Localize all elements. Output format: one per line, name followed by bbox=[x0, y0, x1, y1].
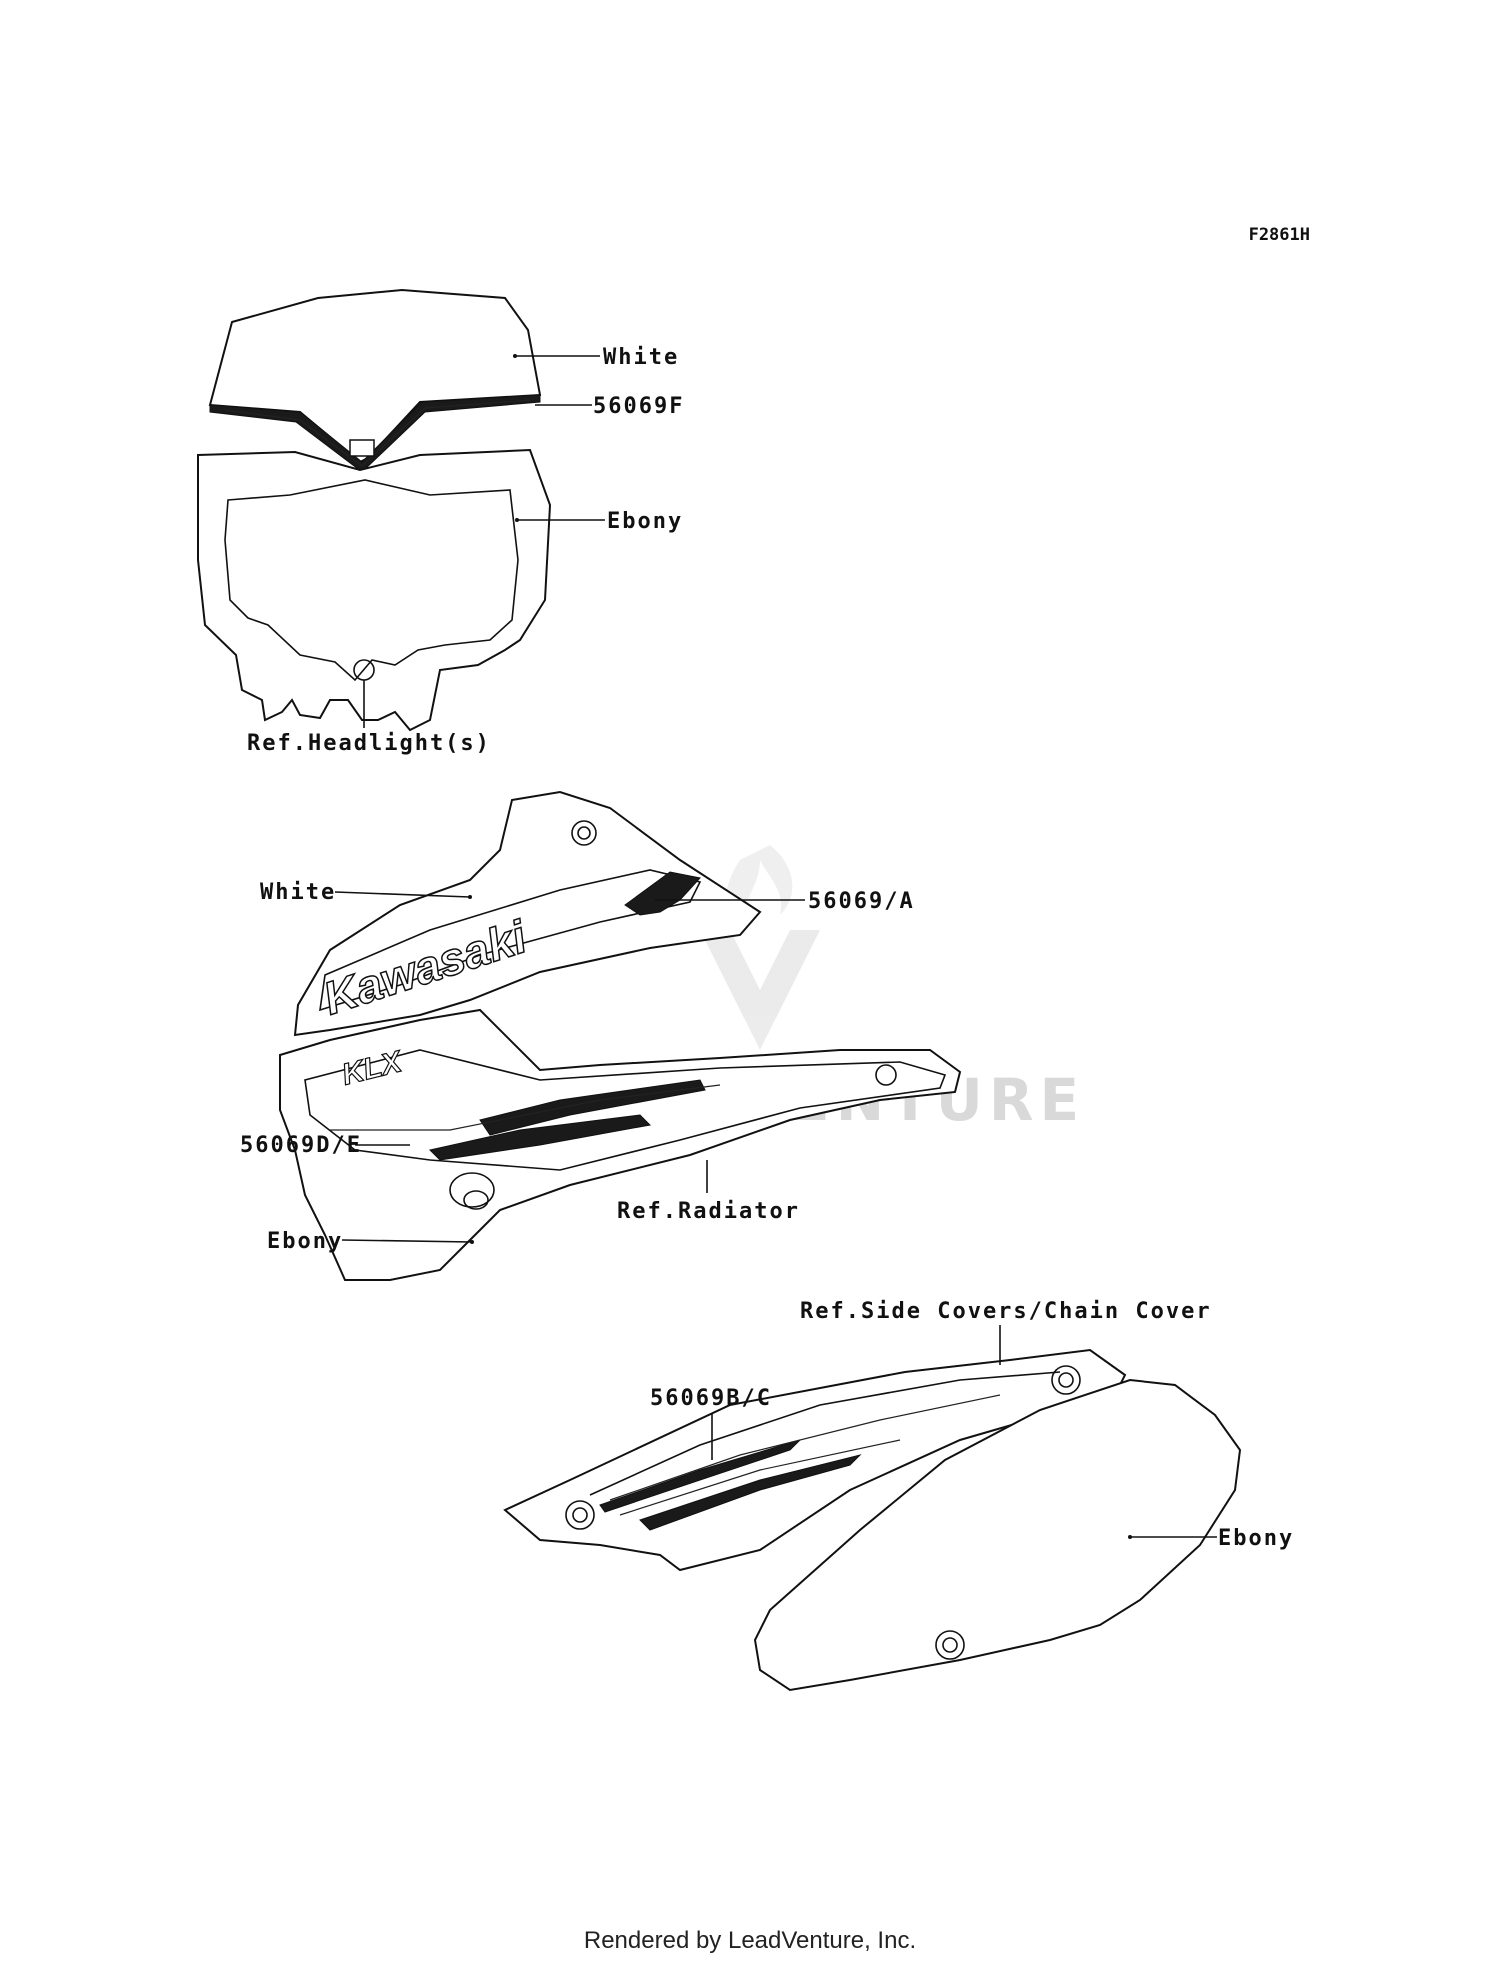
label-shroud-white: White bbox=[260, 880, 336, 905]
side-cover-rear-hole bbox=[565, 1500, 595, 1530]
shroud-upper-hole bbox=[571, 820, 597, 846]
radiator-shroud: Kawasaki KLX bbox=[279, 790, 962, 1281]
label-side-ebony: Ebony bbox=[1218, 1526, 1294, 1551]
label-headlight-ebony: Ebony bbox=[607, 509, 683, 534]
label-shroud-decal-de: 56069D/E bbox=[240, 1133, 362, 1158]
label-side-ref: Ref.Side Covers/Chain Cover bbox=[800, 1299, 1212, 1324]
shroud-lower-panel bbox=[279, 1008, 962, 1281]
side-cover-stripe-1 bbox=[599, 1439, 801, 1513]
side-cover-front-panel bbox=[753, 1378, 1242, 1692]
label-shroud-decal-a: 56069/A bbox=[808, 889, 915, 914]
shroud-upper-panel bbox=[293, 790, 762, 1037]
label-headlight-white: White bbox=[603, 345, 679, 370]
headlight-cowl bbox=[197, 288, 552, 732]
diagram-code: F2861H bbox=[1249, 225, 1310, 245]
label-shroud-ref: Ref.Radiator bbox=[617, 1199, 800, 1224]
shroud-radiator-hole bbox=[875, 1064, 897, 1086]
headlight-lower-frame bbox=[197, 448, 552, 732]
headlight-upper-panel bbox=[208, 288, 542, 464]
label-headlight-decal: 56069F bbox=[593, 394, 684, 419]
side-cover-stripe-2 bbox=[639, 1454, 862, 1531]
side-cover-bottom-hole bbox=[935, 1630, 965, 1660]
side-cover bbox=[503, 1348, 1242, 1692]
label-headlight-ref: Ref.Headlight(s) bbox=[247, 731, 491, 756]
label-side-decal: 56069B/C bbox=[650, 1386, 772, 1411]
headlight-k-badge bbox=[349, 439, 375, 457]
side-cover-top-hole bbox=[1051, 1365, 1081, 1395]
shroud-lower-stripe-2 bbox=[429, 1114, 652, 1161]
headlight-v-decal bbox=[209, 394, 541, 473]
shroud-lower-hole bbox=[449, 1172, 495, 1208]
footer-credit: Rendered by LeadVenture, Inc. bbox=[584, 1927, 916, 1954]
watermark-logo bbox=[700, 845, 820, 1050]
label-shroud-ebony: Ebony bbox=[267, 1229, 343, 1254]
